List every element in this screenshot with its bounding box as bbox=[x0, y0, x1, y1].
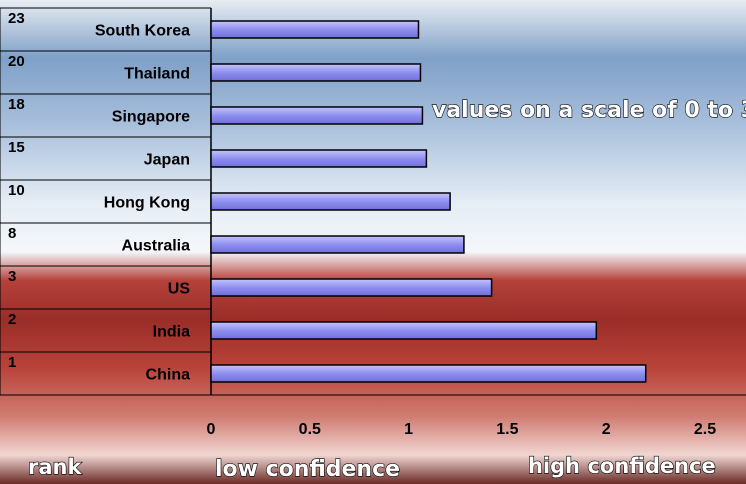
category-label: Hong Kong bbox=[104, 195, 190, 212]
bar bbox=[210, 63, 422, 82]
x-tick-label: 0.5 bbox=[299, 421, 321, 438]
category-label: Thailand bbox=[124, 66, 190, 83]
rank-label: 8 bbox=[8, 225, 16, 242]
rank-axis-label: rank bbox=[28, 455, 82, 479]
rank-label: 2 bbox=[8, 311, 16, 328]
bar bbox=[210, 149, 428, 168]
category-label: Australia bbox=[122, 238, 191, 255]
bar bbox=[210, 106, 424, 125]
bar bbox=[210, 321, 598, 340]
category-label: South Korea bbox=[95, 23, 190, 40]
bar bbox=[210, 278, 493, 297]
category-label: India bbox=[153, 324, 190, 341]
category-label: US bbox=[168, 281, 191, 298]
bar bbox=[210, 20, 420, 39]
category-label: China bbox=[146, 367, 191, 384]
scale-note: values on a scale of 0 to 3 bbox=[432, 98, 746, 123]
rank-label: 3 bbox=[8, 268, 16, 285]
x-tick-label: 2 bbox=[602, 421, 611, 438]
category-label: Japan bbox=[144, 152, 190, 169]
rank-label: 23 bbox=[8, 10, 25, 27]
x-tick-label: 2.5 bbox=[694, 421, 716, 438]
low-confidence-label: low confidence bbox=[215, 457, 400, 482]
rank-label: 20 bbox=[8, 53, 25, 70]
bar bbox=[210, 364, 647, 383]
rank-label: 10 bbox=[8, 182, 25, 199]
rank-label: 15 bbox=[8, 139, 25, 156]
category-label: Singapore bbox=[112, 109, 190, 126]
x-tick-label: 0 bbox=[207, 421, 216, 438]
rank-label: 1 bbox=[8, 354, 16, 371]
bar bbox=[210, 235, 465, 254]
x-tick-label: 1 bbox=[404, 421, 413, 438]
rank-label: 18 bbox=[8, 96, 25, 113]
high-confidence-label: high confidence bbox=[528, 454, 716, 478]
bar bbox=[210, 192, 451, 211]
x-tick-label: 1.5 bbox=[496, 421, 518, 438]
